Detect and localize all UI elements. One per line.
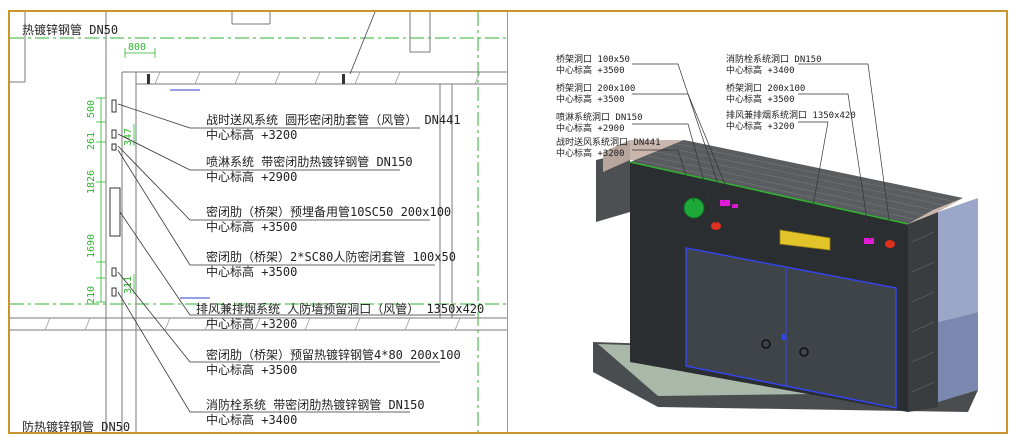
door-latch xyxy=(782,334,785,340)
top-left-label: 热镀锌钢管 DN50 xyxy=(22,22,118,37)
model-3d-view: 桥架洞口 100x50 中心标高 +3500 桥架洞口 200x100 中心标高… xyxy=(556,53,978,412)
magenta-fitting-200x100 xyxy=(732,204,738,208)
callout-6-line2: 中心标高 +3500 xyxy=(206,362,297,377)
yellow-duct-opening xyxy=(779,229,831,251)
pipe-marker xyxy=(342,74,345,84)
right-side-panel xyxy=(938,198,978,322)
model-label-3-line1: 喷淋系统洞口 DN150 xyxy=(556,111,643,123)
callout-7-line1: 消防栓系统 带密闭肋热镀锌钢管 DN150 xyxy=(206,397,425,412)
callout-4-line2: 中心标高 +3500 xyxy=(206,264,297,279)
model-label-4-line2: 中心标高 +3200 xyxy=(556,147,625,159)
opening-marker xyxy=(111,99,117,113)
opening-marker xyxy=(111,129,117,139)
dim-800: 800 xyxy=(128,42,146,53)
blast-door xyxy=(685,247,897,409)
callout-4-line1: 密闭肋（桥架）2*SC80人防密闭套管 100x50 xyxy=(206,249,456,264)
wall-hatch xyxy=(44,71,481,331)
model-label-2-line2: 中心标高 +3500 xyxy=(556,93,625,105)
drawing-frame: 800 500 261 347 1826 1690 210 311 热镀锌钢管 … xyxy=(8,10,1008,434)
model-label-2-line1: 桥架洞口 200x100 xyxy=(556,82,635,94)
model-label-1-line1: 桥架洞口 100x50 xyxy=(556,53,630,65)
model-label-4-line1: 战时送风系统洞口 DN441 xyxy=(556,136,661,148)
model-label-1-line2: 中心标高 +3500 xyxy=(556,64,625,76)
wall-top xyxy=(630,140,963,224)
plan-view: 800 500 261 347 1826 1690 210 311 热镀锌钢管 … xyxy=(10,12,507,432)
callout-2-line1: 喷淋系统 带密闭肋热镀锌钢管 DN150 xyxy=(206,154,413,169)
opening-marker xyxy=(109,187,121,237)
dim-1826: 1826 xyxy=(86,170,97,194)
red-fitting-dn150 xyxy=(711,222,721,230)
model-label-5-line2: 中心标高 +3400 xyxy=(726,64,795,76)
callout-6-line1: 密闭肋（桥架）预留热镀锌钢管4*80 200x100 xyxy=(206,347,461,362)
opening-marker xyxy=(111,267,117,277)
bottom-left-label: 防热镀锌钢管 DN50 xyxy=(22,419,130,432)
panel-divider xyxy=(507,12,508,432)
callout-leaders xyxy=(117,103,475,413)
right-column-top xyxy=(908,198,963,224)
model-label-6-line2: 中心标高 +3500 xyxy=(726,93,795,105)
red-fitting-right xyxy=(885,240,895,248)
wall-top-hatch xyxy=(637,143,957,221)
callout-7-line2: 中心标高 +3400 xyxy=(206,412,297,427)
callout-3-line1: 密闭肋（桥架）预埋备用管10SC50 200x100 xyxy=(206,204,451,219)
door-handle-left xyxy=(761,339,771,349)
model-label-3-line2: 中心标高 +2900 xyxy=(556,122,625,134)
model-label-6-line1: 桥架洞口 200x100 xyxy=(726,82,805,94)
dim-261: 261 xyxy=(86,132,97,150)
left-column-side xyxy=(603,140,630,172)
right-column xyxy=(908,212,938,412)
door-handle-right xyxy=(799,347,809,357)
model-label-7-line1: 排风兼排烟系统洞口 1350x420 xyxy=(726,109,856,121)
callout-1-line1: 战时送风系统 圆形密闭肋套管（风管） DN441 xyxy=(206,112,461,127)
dim-1690: 1690 xyxy=(86,234,97,258)
callout-2-line2: 中心标高 +2900 xyxy=(206,169,297,184)
dim-347: 347 xyxy=(123,128,134,146)
right-column-hatch xyxy=(911,231,935,393)
dimension-lines xyxy=(96,48,156,303)
right-side-panel-lower xyxy=(938,312,978,402)
dim-210: 210 xyxy=(86,286,97,304)
pipe-marker xyxy=(147,74,150,84)
opening-marker xyxy=(111,287,117,297)
magenta-fitting-right xyxy=(864,238,874,244)
magenta-fitting-100x50 xyxy=(720,200,730,206)
callout-3-line2: 中心标高 +3500 xyxy=(206,219,297,234)
model-label-5-line1: 消防栓系统洞口 DN150 xyxy=(726,53,822,65)
model-leaders xyxy=(632,63,893,243)
leader-line xyxy=(349,12,376,75)
callout-5-line1: 排风兼排烟系统 人防墙预留洞口（风管） 1350x420 xyxy=(196,301,484,316)
callout-1-line2: 中心标高 +3200 xyxy=(206,127,297,142)
callout-5-line2: 中心标高 +3200 xyxy=(206,316,297,331)
wall-edge-green xyxy=(629,161,909,225)
green-fitting-dn441 xyxy=(683,197,705,219)
dim-500: 500 xyxy=(86,100,97,118)
model-label-7-line2: 中心标高 +3200 xyxy=(726,120,795,132)
opening-marker xyxy=(111,143,117,151)
